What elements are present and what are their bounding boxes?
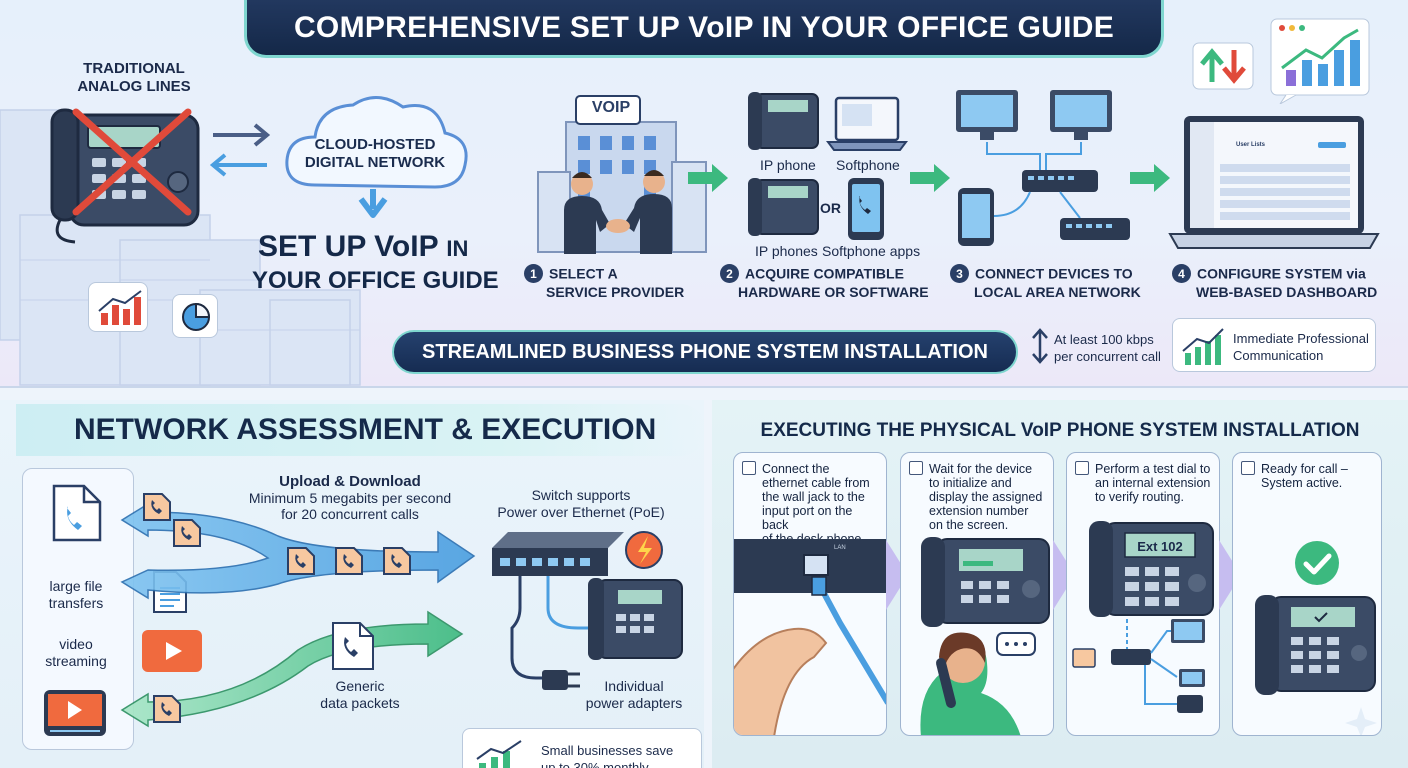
pie-chart-card xyxy=(172,294,218,338)
pie-chart-icon xyxy=(182,302,211,331)
building-sign: VOIP xyxy=(591,99,631,116)
step-checkbox[interactable] xyxy=(742,461,756,475)
or-label: OR xyxy=(820,200,841,216)
bandwidth-arrow-icon xyxy=(1032,328,1048,364)
install-step-2-card: Wait for the device to initialize and di… xyxy=(900,452,1054,736)
step-arrow-icon xyxy=(910,164,950,192)
exchange-arrows-icon xyxy=(209,123,271,177)
generic-packet-icon xyxy=(332,622,374,670)
packet-icon xyxy=(173,519,201,547)
chevron-right-icon xyxy=(1053,540,1075,610)
step-checkbox[interactable] xyxy=(909,461,923,475)
cloud-icon xyxy=(285,96,468,218)
packet-icon xyxy=(143,493,171,521)
page-title: COMPREHENSIVE SET UP VoIP IN YOUR OFFICE… xyxy=(244,0,1164,58)
bar-chart-icon xyxy=(98,290,142,325)
install-step-4-card: Ready for call – System active. xyxy=(1232,452,1382,736)
ip-phone-label: IP phone xyxy=(760,157,816,173)
install-title: EXECUTING THE PHYSICAL VoIP PHONE SYSTEM… xyxy=(760,420,1360,441)
install-step-4-text: Ready for call – System active. xyxy=(1241,461,1377,490)
step-checkbox[interactable] xyxy=(1241,461,1255,475)
install-step-3-text: Perform a test dial to an internal exten… xyxy=(1075,461,1219,504)
packet-icon xyxy=(287,547,315,575)
step-arrow-icon xyxy=(688,164,728,192)
dashboard-heading: User Lists xyxy=(1236,142,1266,148)
legacy-label: TRADITIONAL ANALOG LINES xyxy=(77,60,191,95)
hardware-software-illustration xyxy=(748,92,908,240)
up-down-arrows-icon xyxy=(1192,42,1254,90)
upload-text: Upload & Download Minimum 5 megabits per… xyxy=(248,473,452,523)
dashboard-laptop-illustration xyxy=(1168,116,1380,249)
install-step-2-text: Wait for the device to initialize and di… xyxy=(909,461,1049,532)
softphone-label: Softphone xyxy=(836,157,900,173)
install-step-3-card: Perform a test dial to an internal exten… xyxy=(1066,452,1220,736)
packet-icon xyxy=(383,547,411,575)
benefit-chart-icon xyxy=(1182,328,1224,365)
test-dial-illustration xyxy=(1072,521,1214,713)
streamline-pill: STREAMLINED BUSINESS PHONE SYSTEM INSTAL… xyxy=(392,330,1018,374)
cloud-label: CLOUD-HOSTED DIGITAL NETWORK xyxy=(304,136,446,171)
phone-screen-text: Ext 102 xyxy=(1137,539,1183,554)
growth-chart-icon xyxy=(1270,18,1370,104)
poe-switch-illustration xyxy=(492,531,683,690)
bar-chart-card xyxy=(88,282,148,332)
step-checkbox[interactable] xyxy=(1075,461,1089,475)
softphone-apps-label: Softphone apps xyxy=(822,243,921,259)
lan-illustration xyxy=(956,90,1130,246)
service-provider-illustration xyxy=(537,95,707,254)
packet-icon xyxy=(153,695,181,723)
chevron-right-icon xyxy=(1219,540,1241,610)
packet-icon xyxy=(335,547,363,575)
ip-phones-label: IP phones xyxy=(755,243,818,259)
phone-initializing-illustration xyxy=(920,537,1050,735)
savings-chart-icon xyxy=(476,740,522,768)
phone-document-icon xyxy=(52,484,102,542)
ready-phone-illustration xyxy=(1255,541,1377,735)
video-player-icon xyxy=(44,690,106,736)
chevron-right-icon xyxy=(886,540,908,610)
crossed-phone-icon xyxy=(50,108,200,244)
top-section: TRADITIONAL ANALOG LINES CLOUD-HOSTED DI… xyxy=(0,0,1408,388)
install-step-1-card: Connect the ethernet cable from the wall… xyxy=(733,452,887,736)
video-play-icon xyxy=(142,630,202,672)
port-label: LAN xyxy=(834,545,846,551)
cable-plug-illustration xyxy=(734,539,886,735)
step-arrow-icon xyxy=(1130,164,1170,192)
guide-title: SET UP VoIP IN YOUR OFFICE GUIDE xyxy=(252,230,499,294)
network-title: NETWORK ASSESSMENT & EXECUTION xyxy=(16,404,706,456)
